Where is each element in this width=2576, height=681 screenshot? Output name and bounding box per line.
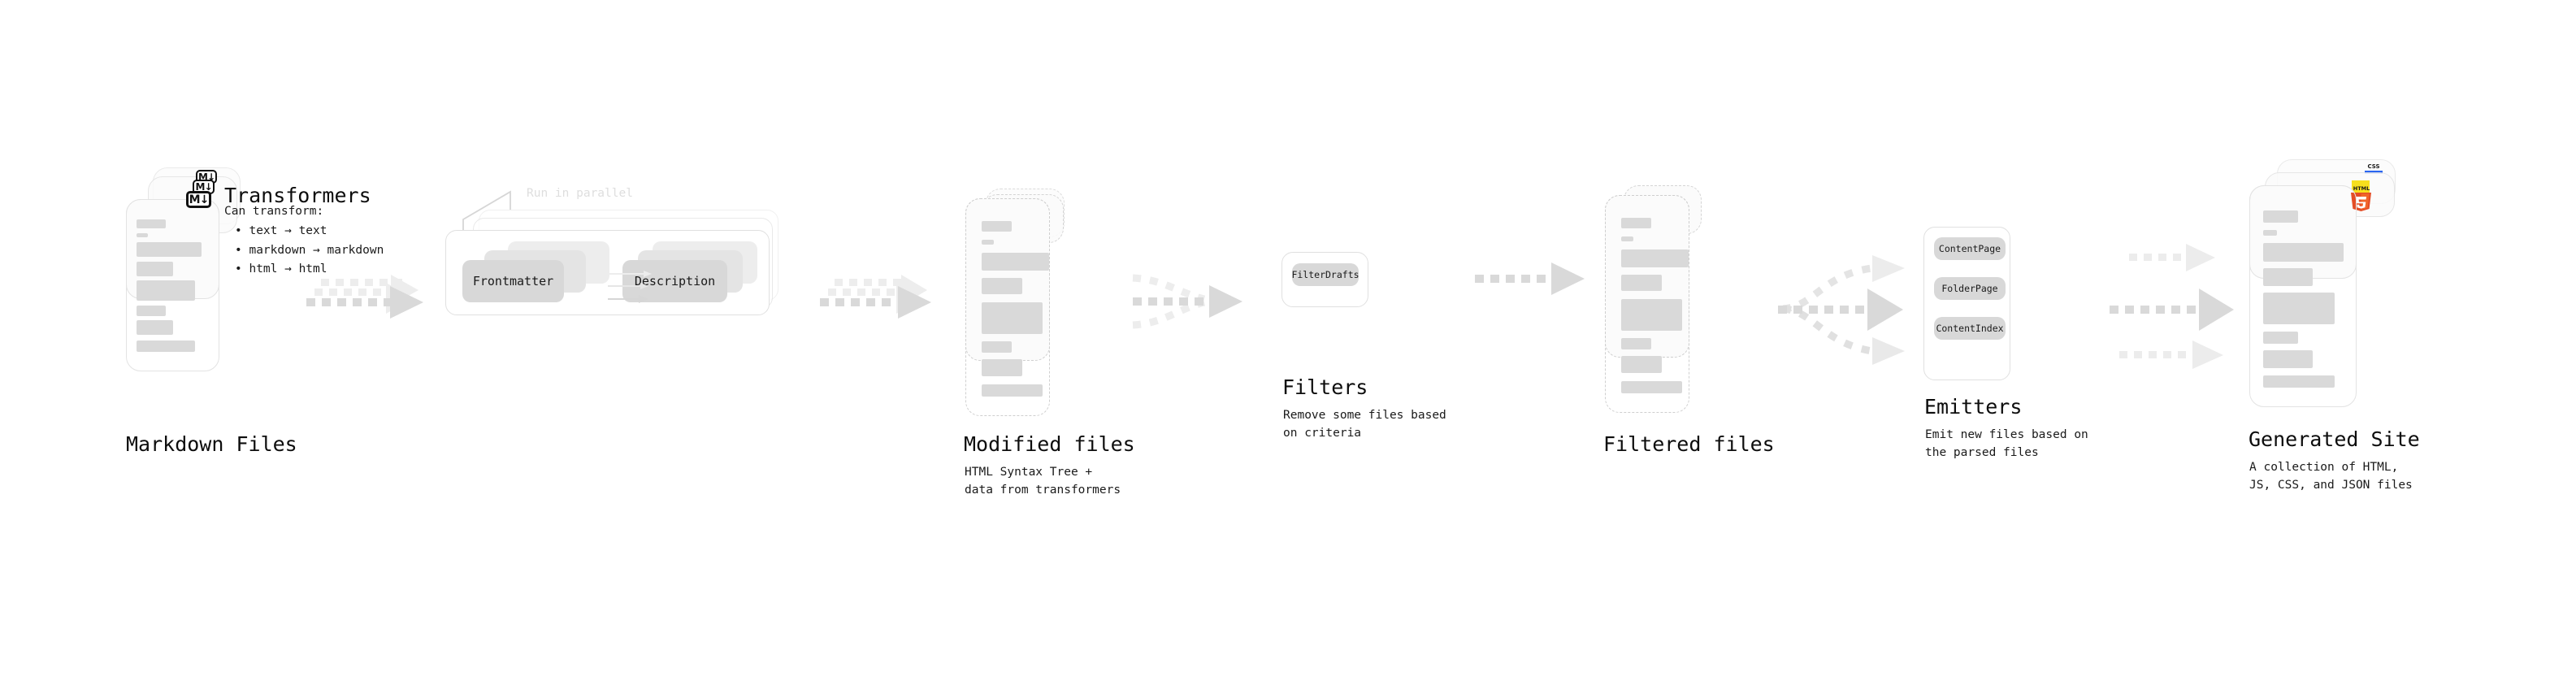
chip-contentindex[interactable]: ContentIndex: [1934, 317, 2006, 340]
skeleton-bar: [2263, 375, 2335, 388]
skeleton-bar: [1621, 218, 1651, 228]
skeleton-bar: [1621, 249, 1689, 267]
skeleton-bar: [137, 280, 195, 301]
skeleton-bar: [982, 359, 1022, 376]
run-in-parallel-label: Run in parallel: [527, 187, 633, 200]
transformers-bullets: Can transform: • text → text • markdown …: [224, 202, 384, 280]
skeleton-bar: [137, 233, 148, 237]
filtered-sheet-outline: [1605, 195, 1689, 413]
skeleton-bar: [137, 306, 166, 316]
skeleton-bar: [137, 242, 202, 257]
site-sheet-outline: [2249, 185, 2357, 407]
stage-subtitle-generated-site: A collection of HTML, JS, CSS, and JSON …: [2249, 461, 2413, 492]
stage-title-generated-site: Generated Site: [2249, 427, 2420, 451]
markdown-sheet-front-outline: [126, 199, 219, 371]
chip-contentpage[interactable]: ContentPage: [1934, 237, 2006, 260]
skeleton-bar: [982, 341, 1012, 353]
skeleton-bar: [1621, 299, 1682, 331]
skeleton-bar: [2263, 268, 2313, 286]
bullets-lead: Can transform:: [224, 205, 324, 218]
arrow-filtered-to-emitters: [1778, 255, 1905, 365]
bullet-item: • text → text: [235, 224, 327, 238]
stage-subtitle-emitters: Emit new files based on the parsed files: [1925, 428, 2088, 460]
skeleton-bar: [2263, 243, 2344, 262]
transformers-title: Transformers: [224, 184, 371, 207]
chip-folderpage[interactable]: FolderPage: [1934, 277, 2006, 300]
arrow-markdown-to-transformers: [306, 275, 423, 319]
chip-description[interactable]: Description: [622, 260, 727, 302]
markdown-icon: M↓: [186, 191, 211, 208]
javascript-icon: [2352, 180, 2370, 193]
arrow-emitters-to-site: [2110, 244, 2234, 369]
skeleton-bar: [1621, 356, 1662, 373]
skeleton-bar: [982, 240, 994, 245]
markdown-icon-back-1: M↓: [193, 180, 215, 194]
bullet-item: • html → html: [235, 262, 327, 276]
stage-title-filters: Filters: [1282, 375, 1368, 399]
svg-text:HTML: HTML: [2353, 185, 2370, 192]
skeleton-bar: [2263, 332, 2298, 344]
transformer-inner-arrows: [608, 271, 652, 303]
skeleton-bar: [137, 340, 195, 352]
stage-title-markdown-files: Markdown Files: [126, 432, 297, 456]
chip-frontmatter[interactable]: Frontmatter: [462, 260, 564, 302]
skeleton-bar: [2263, 293, 2335, 324]
skeleton-bar: [982, 302, 1043, 334]
skeleton-bar: [1621, 275, 1662, 291]
stage-title-filtered-files: Filtered files: [1603, 432, 1775, 456]
skeleton-bar: [2263, 350, 2313, 368]
bullet-item: • markdown → markdown: [235, 243, 384, 257]
skeleton-bar: [137, 320, 173, 335]
skeleton-bar: [137, 219, 166, 228]
arrow-transformers-to-modified: [820, 275, 931, 319]
skeleton-bar: [1621, 381, 1682, 393]
stage-title-modified-files: Modified files: [964, 432, 1135, 456]
arrow-modified-to-filters: [1132, 274, 1242, 329]
stage-title-emitters: Emitters: [1924, 395, 2023, 419]
skeleton-bar: [2263, 230, 2277, 236]
chip-filterdrafts[interactable]: FilterDrafts: [1291, 263, 1360, 286]
modified-sheet-outline: [965, 198, 1050, 416]
skeleton-bar: [1621, 338, 1651, 349]
arrow-filters-to-filtered: [1475, 262, 1585, 295]
run-in-parallel-bracket: [462, 190, 511, 236]
skeleton-bar: [982, 221, 1012, 232]
stage-subtitle-modified-files: HTML Syntax Tree + data from transformer…: [965, 466, 1121, 497]
skeleton-bar: [982, 278, 1022, 294]
stage-subtitle-filters: Remove some files based on criteria: [1283, 409, 1446, 440]
skeleton-bar: [137, 262, 173, 276]
skeleton-bar: [1621, 236, 1633, 241]
skeleton-bar: [982, 253, 1049, 271]
skeleton-bar: [2263, 210, 2298, 223]
skeleton-bar: [982, 384, 1043, 397]
